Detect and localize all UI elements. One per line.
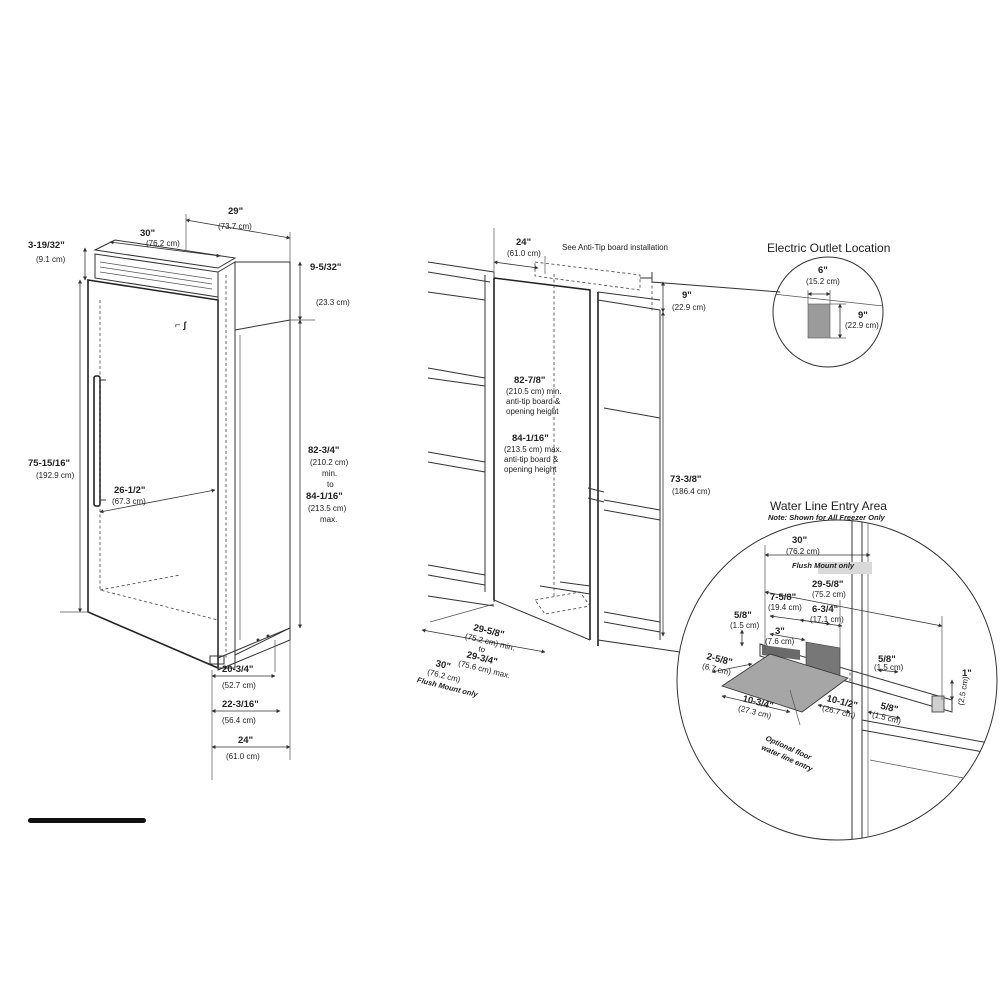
outlet-width-label: 6" <box>818 265 828 276</box>
depth-2-cm: (56.4 cm) <box>222 716 256 725</box>
top-gap-cm: (23.3 cm) <box>316 298 350 307</box>
water-title: Water Line Entry Area <box>770 499 887 513</box>
water-e-label: 5/8" <box>734 610 752 621</box>
opening-top-gap: 9" <box>682 290 692 301</box>
outlet-title: Electric Outlet Location <box>767 241 890 255</box>
footer-bar <box>28 818 146 823</box>
top-gap-label: 9-5/32" <box>310 262 341 273</box>
water-g-cm: (1.5 cm) <box>874 663 904 672</box>
outlet-area-box <box>807 303 831 339</box>
water-l-label: 5/8" <box>879 701 899 716</box>
brand-mark: ⌐ ʃ <box>175 320 187 331</box>
width-flush-label: 30" <box>434 658 451 672</box>
water-note: Note: Shown for All Freezer Only <box>768 513 886 522</box>
door-width-label: 26-1/2" <box>114 485 145 496</box>
water-h-label: 1" <box>962 668 972 679</box>
opening-height-3: min. <box>322 469 337 478</box>
min-height-2: (210.5 cm) min. <box>506 387 562 396</box>
water-l-cm: (1.5 cm) <box>871 710 902 726</box>
cabinet-opening-drawing <box>421 228 781 654</box>
depth-1-cm: (52.7 cm) <box>222 681 256 690</box>
max-height-3: anti-tip board & <box>504 455 559 464</box>
water-line-inset: Water Line Entry Area Note: Shown for Al… <box>676 499 998 841</box>
height-label: 75-15/16" <box>28 458 70 469</box>
water-e-cm: (1.5 cm) <box>730 621 760 630</box>
water-c-cm: (19.4 cm) <box>768 603 802 612</box>
min-height-1: 82-7/8" <box>514 375 545 386</box>
width-to: to <box>478 644 487 654</box>
height-cm: (192.9 cm) <box>36 471 75 480</box>
opening-height-6: (213.5 cm) <box>308 504 347 513</box>
side-height-label: 73-3/8" <box>670 474 701 485</box>
freezer-dimension-labels: 30" (76.2 cm) 29" (73.7 cm) 3-19/32" (9.… <box>28 206 350 761</box>
outlet-width-cm: (15.2 cm) <box>806 277 840 286</box>
opening-height-2: (210.2 cm) <box>310 458 349 467</box>
top-depth-label: 30" <box>140 228 155 239</box>
electric-outlet-inset: Electric Outlet Location 6" (15.2 cm) 9"… <box>767 241 890 368</box>
top-width-label: 29" <box>228 206 243 217</box>
water-f-cm: (7.6 cm) <box>765 637 795 646</box>
max-height-1: 84-1/16" <box>512 433 549 444</box>
opening-depth-cm: (61.0 cm) <box>507 249 541 258</box>
opening-height-5: 84-1/16" <box>306 491 343 502</box>
grille-height-cm: (9.1 cm) <box>36 255 66 264</box>
max-height-4: opening height <box>504 465 557 474</box>
opening-height-7: max. <box>320 515 337 524</box>
water-b-label: 29-5/8" <box>812 579 843 590</box>
opening-height-1: 82-3/4" <box>308 445 339 456</box>
outlet-height-cm: (22.9 cm) <box>845 321 879 330</box>
depth-2-label: 22-3/16" <box>222 699 259 710</box>
opening-top-gap-cm: (22.9 cm) <box>672 303 706 312</box>
depth-3-cm: (61.0 cm) <box>226 752 260 761</box>
depth-3-label: 24" <box>238 735 253 746</box>
water-b-cm: (75.2 cm) <box>812 590 846 599</box>
water-d-cm: (17.1 cm) <box>810 615 844 624</box>
water-d-label: 6-3/4" <box>812 604 838 615</box>
opening-dimension-labels: 24" (61.0 cm) See Anti-Tip board install… <box>416 237 711 699</box>
top-depth-cm: (76.2 cm) <box>146 239 180 248</box>
water-a-cm: (76.2 cm) <box>786 547 820 556</box>
water-f-label: 3" <box>775 626 785 637</box>
min-height-4: opening height <box>506 407 559 416</box>
water-g-label: 5/8" <box>878 654 896 665</box>
grille-height-label: 3-19/32" <box>28 240 65 251</box>
outlet-height-label: 9" <box>858 310 868 321</box>
water-c-label: 7-5/8" <box>770 592 796 603</box>
freezer-unit-drawing: ⌐ ʃ <box>60 214 315 780</box>
top-width-cm: (73.7 cm) <box>218 222 252 231</box>
door-width-cm: (67.3 cm) <box>112 497 146 506</box>
depth-1-label: 20-3/4" <box>222 664 253 675</box>
opening-height-4: to <box>327 480 334 489</box>
water-h-cm: (2.5 cm) <box>956 675 970 706</box>
anti-tip-note: See Anti-Tip board installation <box>562 243 668 252</box>
opening-depth-label: 24" <box>516 237 531 248</box>
max-height-2: (213.5 cm) max. <box>504 445 562 454</box>
min-height-3: anti-tip board & <box>506 397 561 406</box>
water-a-note: Flush Mount only <box>792 561 855 570</box>
water-a-label: 30" <box>792 535 807 546</box>
side-height-cm: (186.4 cm) <box>672 487 711 496</box>
